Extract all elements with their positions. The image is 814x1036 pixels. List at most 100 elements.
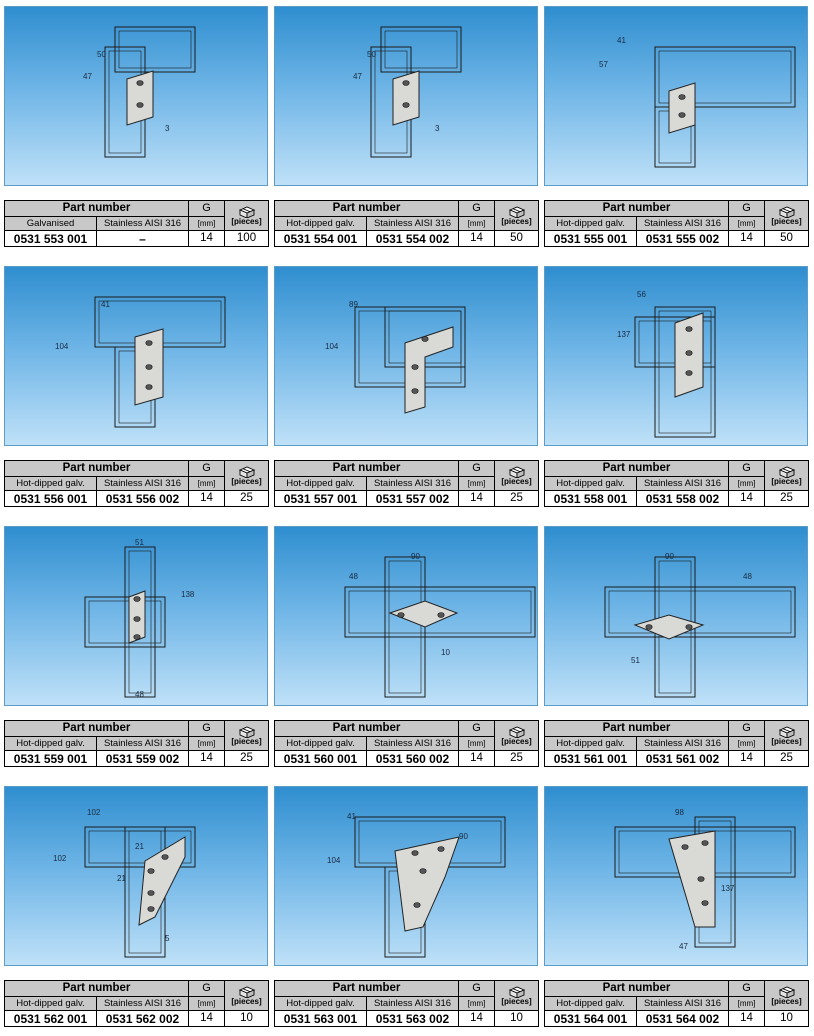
pieces-unit: [pieces] [231,477,262,486]
g-header: G [458,980,495,997]
pieces-header: [pieces] [764,200,809,231]
pieces-unit: [pieces] [771,477,802,486]
dimension-label: 41 [617,36,626,45]
g-value: 14 [188,750,225,767]
package-icon [778,206,795,218]
part-number-header: Part number [544,460,729,477]
pieces-value: 25 [764,490,809,507]
product-drawing: 56 137 [544,266,808,446]
package-icon [238,726,255,738]
spec-table: Part number G [pieces] Hot-dipped galv. … [544,720,809,767]
part-number-stainless: 0531 555 002 [636,230,729,247]
dimension-label: 90 [459,832,468,841]
g-unit: [mm] [458,216,495,231]
col2-label: Stainless AISI 316 [96,476,189,491]
pieces-header: [pieces] [764,460,809,491]
dimension-label: 47 [679,942,688,951]
part-number-galvanised: 0531 557 001 [274,490,367,507]
package-icon [238,466,255,478]
bracket-drawing: 50 47 3 [83,26,196,158]
pieces-header: [pieces] [494,980,539,1011]
pieces-value: 50 [494,230,539,247]
spec-table: Part number G [pieces] Hot-dipped galv. … [4,980,269,1027]
g-value: 14 [728,1010,765,1027]
part-number-header: Part number [544,200,729,217]
bracket-drawing: 56 137 [617,290,716,438]
part-number-stainless: 0531 556 002 [96,490,189,507]
spec-table: Part number G [pieces] Hot-dipped galv. … [4,720,269,767]
part-number-galvanised: 0531 562 001 [4,1010,97,1027]
part-number-header: Part number [4,460,189,477]
col1-label: Hot-dipped galv. [274,996,367,1011]
g-value: 14 [188,1010,225,1027]
g-value: 14 [188,490,225,507]
dimension-label: 56 [637,290,646,299]
g-unit: [mm] [188,996,225,1011]
part-number-galvanised: 0531 564 001 [544,1010,637,1027]
pieces-unit: [pieces] [501,737,532,746]
g-value: 14 [728,750,765,767]
part-number-stainless: 0531 557 002 [366,490,459,507]
package-icon [508,206,525,218]
col2-label: Stainless AISI 316 [636,476,729,491]
col1-label: Hot-dipped galv. [4,996,97,1011]
g-header: G [188,460,225,477]
g-unit: [mm] [728,216,765,231]
g-unit: [mm] [458,476,495,491]
col2-label: Stainless AISI 316 [366,216,459,231]
g-header: G [188,720,225,737]
g-header: G [728,460,765,477]
pieces-header: [pieces] [494,460,539,491]
pieces-header: [pieces] [494,720,539,751]
dimension-label: 3 [165,124,170,133]
g-header: G [458,460,495,477]
dimension-label: 98 [675,808,684,817]
dimension-label: 21 [117,874,126,883]
dimension-label: 50 [97,50,106,59]
part-number-galvanised: 0531 561 001 [544,750,637,767]
dimension-label: 138 [181,590,195,599]
spec-table: Part number G [pieces] Hot-dipped galv. … [544,460,809,507]
col1-label: Hot-dipped galv. [4,476,97,491]
dimension-label: 102 [87,808,101,817]
part-number-galvanised: 0531 563 001 [274,1010,367,1027]
g-value: 14 [458,230,495,247]
g-unit: [mm] [188,736,225,751]
part-number-header: Part number [4,980,189,997]
dimension-label: 10 [441,648,450,657]
part-number-galvanised: 0531 555 001 [544,230,637,247]
part-number-stainless: 0531 561 002 [636,750,729,767]
g-value: 14 [728,490,765,507]
col2-label: Stainless AISI 316 [636,996,729,1011]
dimension-label: 137 [617,330,631,339]
pieces-unit: [pieces] [501,217,532,226]
col1-label: Galvanised [4,216,97,231]
g-value: 14 [458,750,495,767]
g-header: G [728,200,765,217]
col1-label: Hot-dipped galv. [274,736,367,751]
g-header: G [188,200,225,217]
dimension-label: 90 [665,552,674,561]
col2-label: Stainless AISI 316 [636,736,729,751]
pieces-header: [pieces] [224,720,269,751]
package-icon [508,726,525,738]
dimension-label: 3 [435,124,440,133]
pieces-header: [pieces] [224,980,269,1011]
package-icon [508,466,525,478]
g-value: 14 [728,230,765,247]
pieces-unit: [pieces] [231,997,262,1006]
pieces-unit: [pieces] [771,737,802,746]
dimension-label: 47 [83,72,92,81]
part-number-galvanised: 0531 560 001 [274,750,367,767]
col2-label: Stainless AISI 316 [366,476,459,491]
pieces-value: 100 [224,230,269,247]
dimension-label: 5 [165,934,170,943]
g-header: G [728,720,765,737]
